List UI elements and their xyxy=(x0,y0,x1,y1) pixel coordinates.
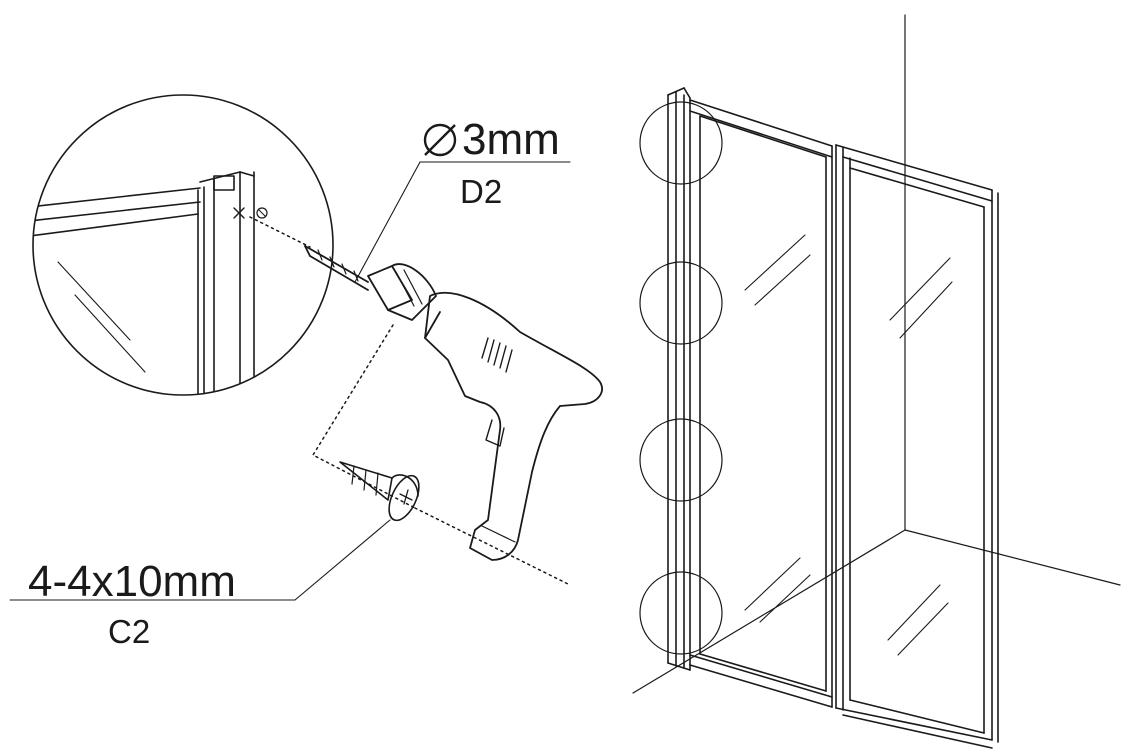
drill-bit xyxy=(304,245,369,291)
leader-lines xyxy=(9,161,571,601)
wall-profile xyxy=(667,87,691,671)
panel-1-frame xyxy=(689,99,833,708)
drill-vents xyxy=(481,337,513,373)
power-drill xyxy=(304,245,603,561)
drill-size-label: 3mm xyxy=(420,118,560,162)
drill-trigger xyxy=(485,419,505,447)
dotted-guides xyxy=(249,216,571,586)
panel-2-frame xyxy=(835,144,999,749)
shower-screen xyxy=(639,87,999,749)
screw-code-label: C2 xyxy=(108,613,151,650)
drill-body xyxy=(424,291,603,561)
fixing-point-markers xyxy=(639,101,723,655)
drill-size-value: 3mm xyxy=(462,115,560,164)
screw xyxy=(339,461,420,522)
screw-size-label: 4-4x10mm xyxy=(28,557,236,606)
diameter-icon xyxy=(423,123,457,157)
glass-reflections xyxy=(744,234,953,656)
drill-code-label: D2 xyxy=(460,173,503,210)
detail-magnifier xyxy=(32,94,334,396)
drill-chuck xyxy=(367,263,437,321)
